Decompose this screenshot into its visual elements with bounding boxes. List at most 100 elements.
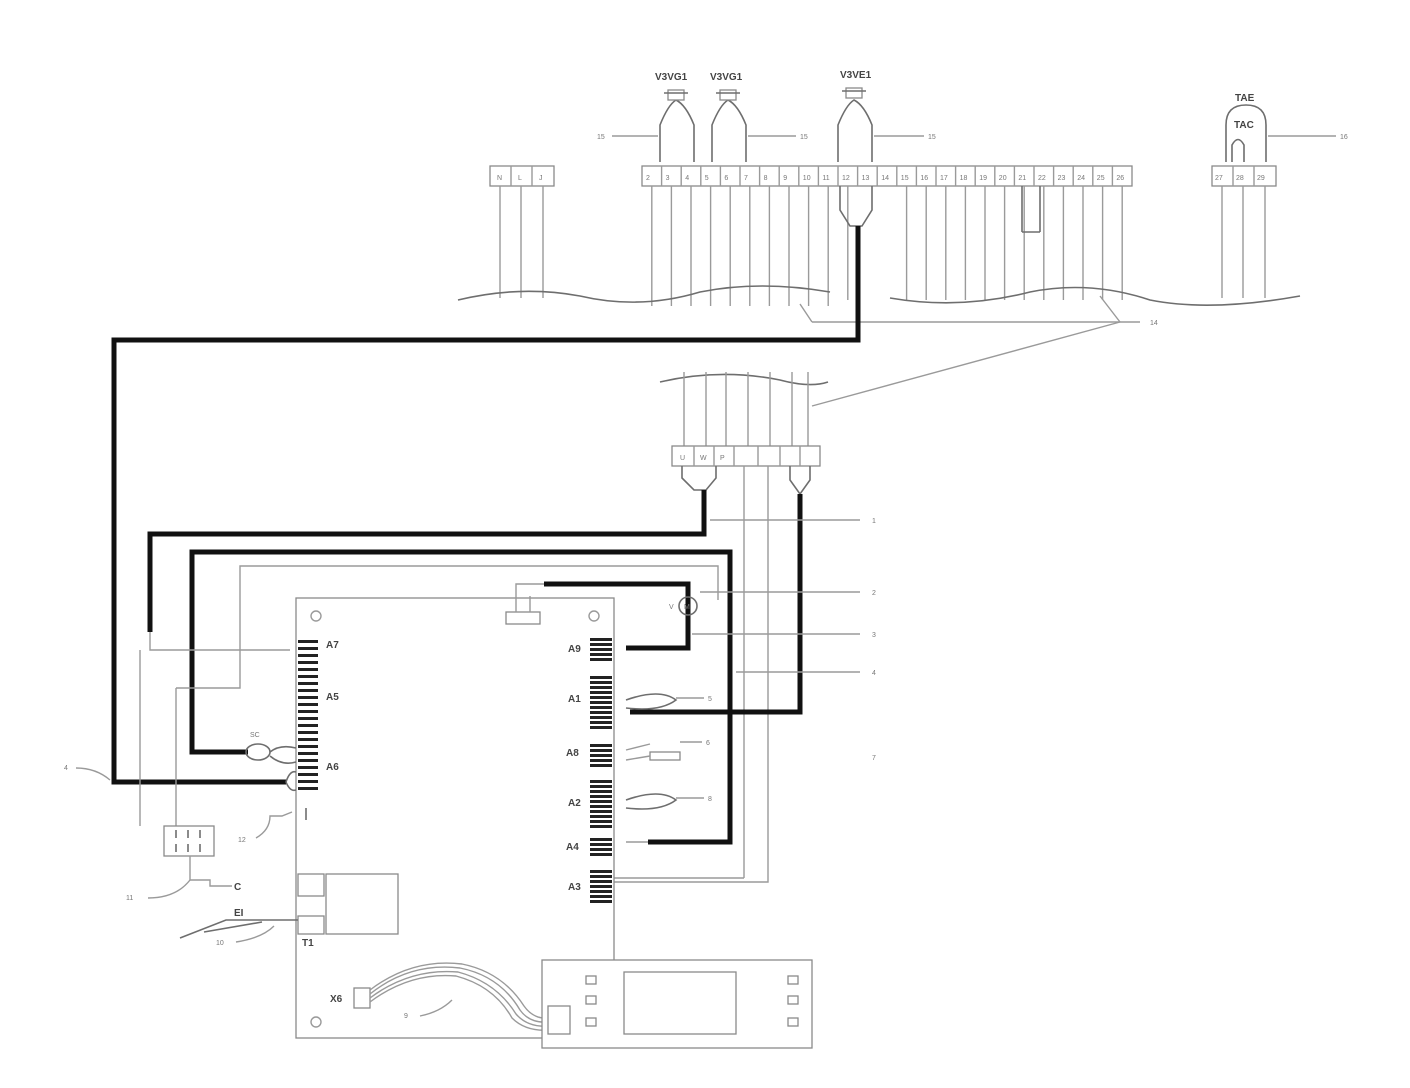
svg-text:27: 27: [1215, 175, 1223, 182]
pin: [298, 752, 318, 755]
svg-text:15: 15: [928, 134, 936, 141]
pin: [298, 710, 318, 713]
svg-text:T1: T1: [302, 938, 314, 949]
svg-text:11: 11: [126, 895, 133, 902]
pin: [590, 825, 612, 828]
pin: [590, 795, 612, 798]
sensor-sc: SC: [245, 732, 297, 792]
pin: [590, 701, 612, 704]
connector-a3: A3: [568, 882, 581, 893]
terminal-label: 9: [783, 175, 787, 182]
pin: [590, 754, 612, 757]
svg-text:N: N: [497, 175, 502, 182]
electrode-ei: EI: [179, 908, 268, 939]
pin: [298, 675, 318, 678]
terminal-label: 10: [803, 175, 811, 182]
pin: [590, 691, 612, 694]
display-panel: [541, 959, 813, 1049]
pin: [298, 717, 318, 720]
terminal-label: 26: [1116, 175, 1124, 182]
pin: [590, 895, 612, 898]
terminal-label: 11: [822, 175, 829, 182]
pin: [590, 810, 612, 813]
pin: [298, 738, 318, 741]
svg-text:6: 6: [706, 740, 710, 747]
pin: [590, 785, 612, 788]
pin: [590, 900, 612, 903]
svg-text:15: 15: [800, 134, 808, 141]
svg-text:7: 7: [872, 755, 876, 762]
terminal-label: 24: [1077, 175, 1085, 182]
svg-text:10: 10: [216, 940, 224, 947]
terminal-label: 20: [999, 175, 1007, 182]
pin: [298, 787, 318, 790]
pin: [298, 773, 318, 776]
motor: M V: [669, 596, 698, 616]
pin: [590, 721, 612, 724]
terminal-block-left: N L J: [489, 165, 555, 298]
connector-a2: A2: [568, 798, 581, 809]
thick-wire-b: [147, 490, 707, 632]
terminal-label: 3: [666, 175, 670, 182]
svg-text:2: 2: [872, 590, 876, 597]
thick-wire-e: [544, 581, 691, 651]
pin: [590, 838, 612, 841]
svg-text:4: 4: [64, 765, 68, 772]
pin: [590, 764, 612, 767]
ribbon-cable: X6: [330, 962, 551, 1031]
connector-a7: A7: [326, 640, 339, 651]
terminal-label: 13: [862, 175, 870, 182]
pin: [590, 711, 612, 714]
terminal-label: 15: [901, 175, 909, 182]
connector-a4: A4: [566, 842, 579, 853]
pin: [590, 686, 612, 689]
terminal-label: 16: [920, 175, 928, 182]
terminal-label: 7: [744, 175, 748, 182]
pin: [590, 805, 612, 808]
svg-text:12: 12: [238, 837, 246, 844]
pin: [298, 780, 318, 783]
terminal-label: 4: [685, 175, 689, 182]
pin: [590, 726, 612, 729]
svg-text:SC: SC: [250, 732, 260, 739]
pin: [590, 815, 612, 818]
tac-label: TAC: [1234, 120, 1254, 131]
pin: [590, 880, 612, 883]
valve-label-2: V3VG1: [710, 72, 743, 83]
pin: [590, 843, 612, 846]
terminal-label: 18: [960, 175, 968, 182]
pin: [590, 848, 612, 851]
thermostat-tae-tac: TAE TAC: [1225, 93, 1267, 162]
pin: [298, 661, 318, 664]
svg-text:28: 28: [1236, 175, 1244, 182]
svg-text:3: 3: [872, 632, 876, 639]
pin: [590, 658, 612, 661]
thick-wire-c: [189, 549, 733, 845]
valve-v3vg1-left: V3VG1: [655, 72, 695, 162]
pin: [590, 890, 612, 893]
pin: [590, 759, 612, 762]
pin: [298, 647, 318, 650]
terminal-label: 25: [1097, 175, 1105, 182]
pin: [590, 648, 612, 651]
svg-text:V: V: [669, 604, 674, 611]
connector-a1: A1: [568, 694, 581, 705]
pin: [298, 640, 318, 643]
pin: [590, 681, 612, 684]
transformer-t1: T1: [268, 873, 399, 949]
pin: [590, 870, 612, 873]
pin: [590, 676, 612, 679]
pin: [590, 638, 612, 641]
terminal-label: 5: [705, 175, 709, 182]
svg-text:4: 4: [872, 670, 876, 677]
valve-v3ve1: V3VE1: [837, 70, 873, 162]
svg-text:15: 15: [597, 134, 605, 141]
svg-text:1: 1: [872, 518, 876, 525]
terminal-label: 17: [940, 175, 948, 182]
pin: [590, 716, 612, 719]
connector-a5: A5: [326, 692, 339, 703]
valve-label-3: V3VE1: [840, 70, 872, 81]
svg-text:5: 5: [708, 696, 712, 703]
pin: [298, 731, 318, 734]
